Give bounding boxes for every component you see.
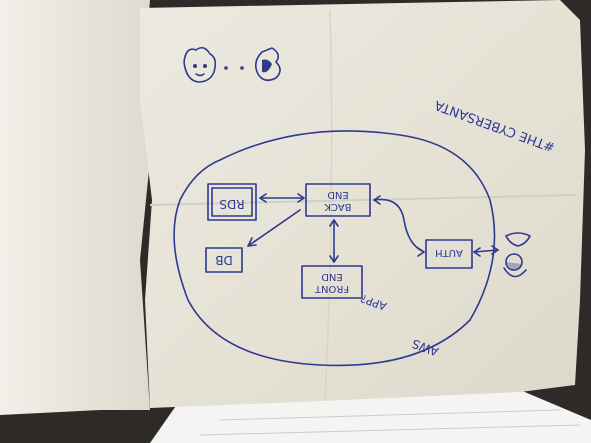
napkin bbox=[140, 0, 585, 408]
groot-doodle bbox=[183, 46, 217, 83]
db-label: DB bbox=[215, 253, 232, 267]
front-end-node: FRONT END bbox=[301, 265, 363, 299]
user-doodle bbox=[503, 232, 531, 278]
front-end-line2: END bbox=[321, 271, 343, 282]
back-end-node: BACK END bbox=[305, 183, 371, 217]
connection-arrows bbox=[247, 193, 499, 263]
back-end-line1: BACK bbox=[324, 201, 352, 212]
rds-label: RDS bbox=[219, 197, 244, 211]
pacman-doodle bbox=[254, 47, 281, 82]
auth-label: AUTH bbox=[435, 247, 463, 258]
front-end-line1: FRONT bbox=[314, 283, 349, 294]
napkin-left-fold bbox=[0, 0, 150, 415]
db-node: DB bbox=[205, 247, 243, 273]
aws-cloud-boundary bbox=[173, 130, 496, 367]
auth-node: AUTH bbox=[425, 239, 473, 269]
rds-node: RDS bbox=[207, 183, 257, 221]
back-end-line2: END bbox=[327, 189, 349, 200]
